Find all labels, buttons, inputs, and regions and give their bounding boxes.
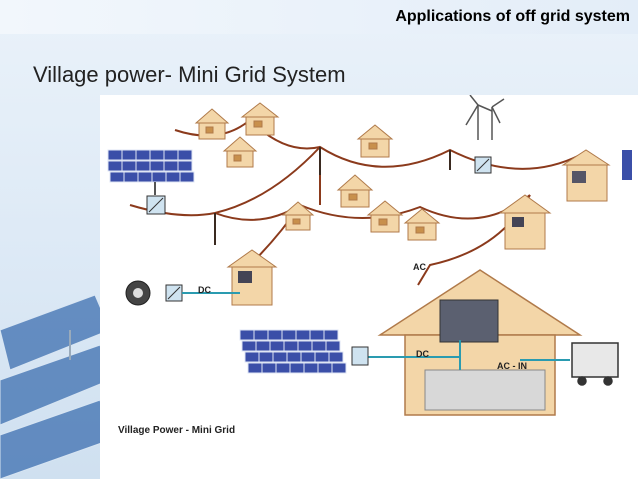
slide-title: Village power- Mini Grid System (33, 62, 346, 87)
inverter-right (572, 171, 586, 183)
dc-label-top: DC (198, 285, 211, 295)
house-middle-right (498, 194, 552, 250)
solar-array-bottom (239, 329, 347, 374)
background-solar-panels (0, 294, 110, 479)
battery-bank (424, 369, 546, 411)
dc-label-bottom: DC (416, 349, 429, 359)
diagram-graphic (107, 95, 632, 416)
ac-label: AC (413, 262, 426, 272)
ac-in-label: AC - IN (497, 361, 527, 371)
village-houses (194, 102, 441, 241)
solar-array-top (107, 149, 195, 183)
header-title: Applications of off grid system (395, 8, 630, 25)
solar-panel-right (622, 150, 632, 180)
diagram-caption: Village Power - Mini Grid (118, 425, 236, 436)
header-bar: Applications of off grid system (0, 0, 638, 34)
mini-grid-diagram: DC AC DC AC - IN Village Power - Mini Gr… (100, 95, 638, 479)
meter-hydro-house (238, 271, 252, 283)
diesel-generator (571, 342, 619, 386)
charge-controller (351, 346, 369, 366)
wind-turbines (465, 95, 505, 140)
main-inverter (439, 299, 499, 343)
meter-middle-right (512, 217, 524, 227)
